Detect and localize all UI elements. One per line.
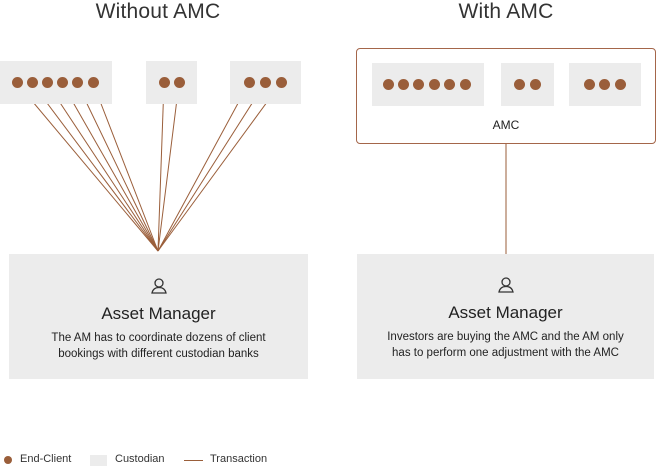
end-client-dot — [27, 77, 38, 88]
transaction-line — [61, 82, 159, 252]
legend-end-client-label: End-Client — [20, 453, 72, 465]
user-icon — [498, 277, 514, 293]
asset-manager-title: Asset Manager — [448, 303, 563, 322]
end-client-dot — [530, 79, 541, 90]
end-client-dot — [460, 79, 471, 90]
transaction-line — [46, 82, 159, 252]
end-client-dot — [413, 79, 424, 90]
end-client-dot — [88, 77, 99, 88]
heading-with-amc: With AMC — [458, 0, 554, 23]
asset-manager-box-right: Asset Manager Investors are buying the A… — [357, 254, 654, 379]
end-client-dot — [159, 77, 170, 88]
end-client-dot — [260, 77, 271, 88]
end-client-dot — [42, 77, 53, 88]
user-icon — [151, 278, 167, 294]
legend-end-client-swatch — [4, 456, 12, 464]
amc-label: AMC — [492, 118, 520, 132]
description-line: bookings with different custodian banks — [58, 348, 259, 360]
asset-manager-title: Asset Manager — [101, 304, 216, 323]
legend-transaction-label: Transaction — [210, 453, 268, 465]
transaction-line — [31, 82, 159, 252]
asset-manager-description: Investors are buying the AMC and the AM … — [357, 329, 654, 361]
transaction-line — [157, 82, 165, 252]
description-line: The AM has to coordinate dozens of clien… — [51, 332, 266, 344]
transaction-line — [16, 82, 159, 252]
end-client-dot — [599, 79, 610, 90]
end-client-dot — [276, 77, 287, 88]
transaction-line — [157, 82, 266, 252]
end-client-dot — [244, 77, 255, 88]
description-line: Investors are buying the AMC and the AM … — [387, 331, 624, 343]
end-client-dot — [383, 79, 394, 90]
end-client-dot — [174, 77, 185, 88]
description-line: has to perform one adjustment with the A… — [392, 347, 619, 359]
transaction-line — [157, 82, 250, 252]
end-client-dot — [398, 79, 409, 90]
end-client-dot — [584, 79, 595, 90]
end-client-dot — [514, 79, 525, 90]
asset-manager-box-left: Asset Manager The AM has to coordinate d… — [9, 254, 308, 379]
end-client-dot — [12, 77, 23, 88]
transaction-line — [157, 82, 282, 252]
end-client-dot — [615, 79, 626, 90]
end-client-dot — [72, 77, 83, 88]
legend-transaction-swatch — [184, 460, 203, 461]
end-client-dot — [57, 77, 68, 88]
transaction-line — [157, 82, 180, 252]
legend-custodian-label: Custodian — [115, 453, 165, 465]
transaction-line — [76, 82, 159, 252]
heading-without-amc: Without AMC — [95, 0, 221, 23]
custodian-box — [146, 61, 197, 104]
end-client-dot — [429, 79, 440, 90]
transaction-line — [92, 82, 159, 252]
custodian-box — [501, 63, 554, 106]
legend-custodian-swatch — [90, 455, 107, 466]
asset-manager-description: The AM has to coordinate dozens of clien… — [9, 330, 308, 362]
end-client-dot — [444, 79, 455, 90]
